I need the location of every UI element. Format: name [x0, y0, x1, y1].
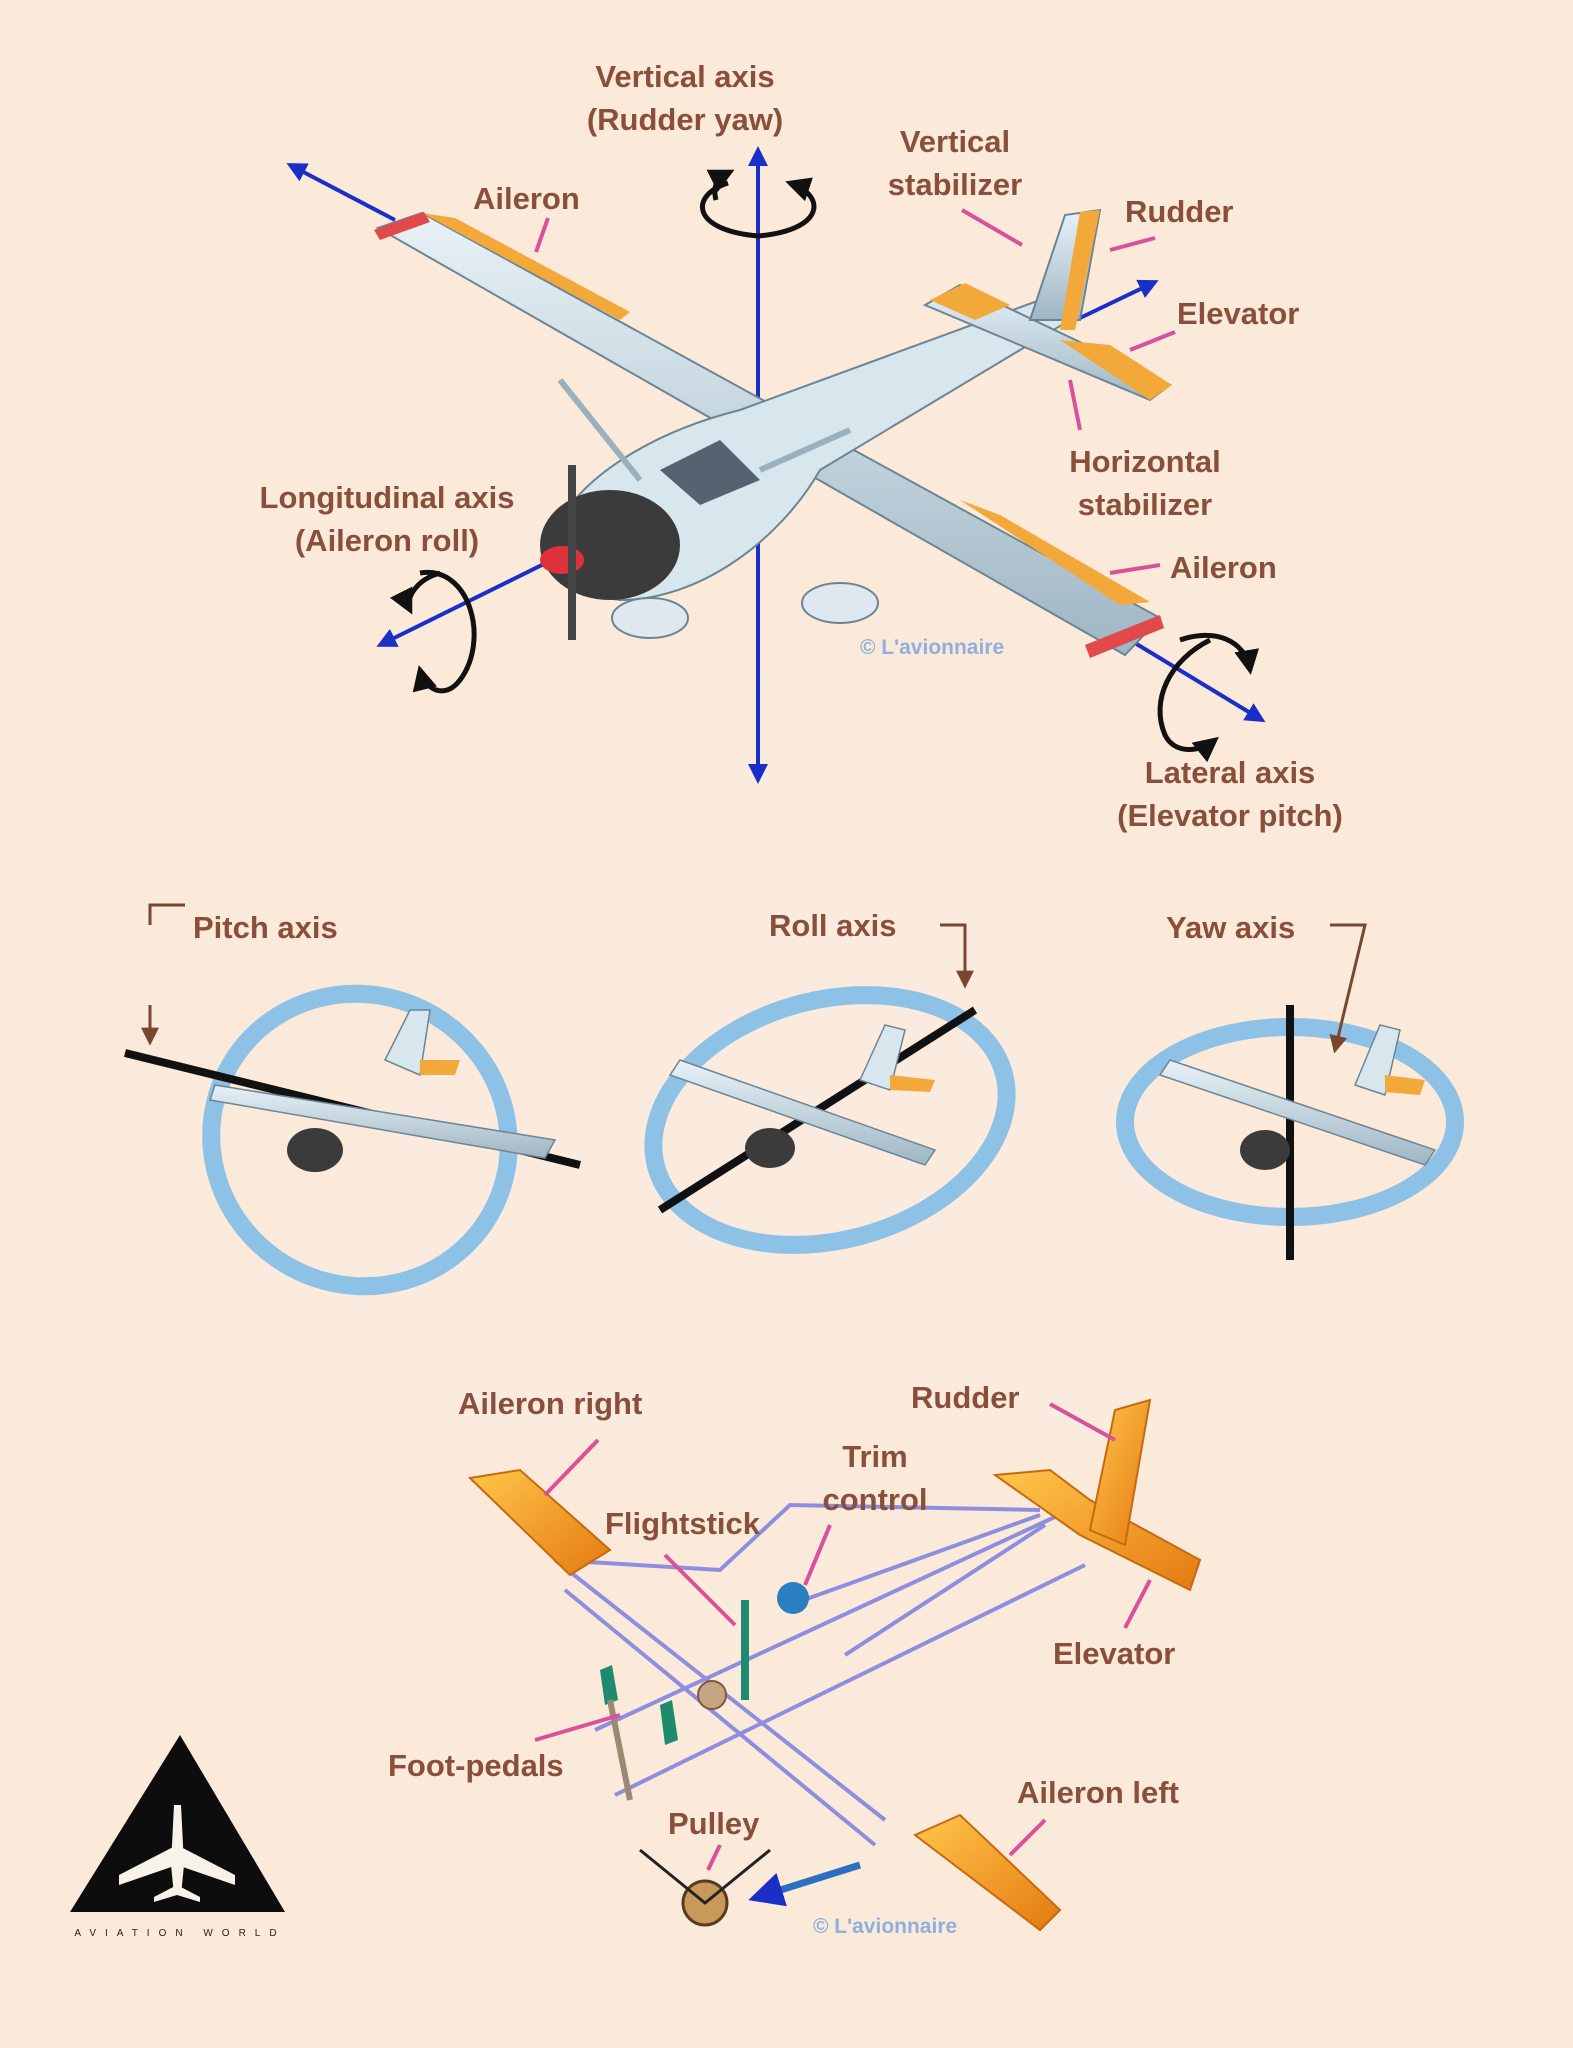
leader-lines-top — [534, 208, 1176, 575]
aileron-label-right: Aileron — [1170, 550, 1277, 585]
pulley-wheel-stick — [697, 1680, 727, 1710]
wing-tip-right — [1085, 615, 1164, 658]
aileron-right-surface — [960, 500, 1150, 605]
aileron-left-label: Aileron left — [1017, 1775, 1179, 1810]
watermark-triangle — [120, 640, 1450, 1440]
aileron-right-label: Aileron right — [458, 1386, 643, 1421]
wing-strut-right — [758, 427, 852, 473]
cockpit-window — [660, 440, 760, 505]
elevator-surface — [1060, 340, 1172, 400]
lateral-axis-arrow-right — [1128, 638, 1266, 723]
roll-axis-label: Roll axis — [769, 908, 897, 943]
wheel-left — [611, 597, 689, 639]
aileron-label-top: Aileron — [473, 181, 580, 216]
copyright-bottom: © L'avionnaire — [813, 1915, 958, 1938]
elevator-label-top: Elevator — [1177, 296, 1300, 331]
yaw-axis-label: Yaw axis — [1166, 910, 1296, 945]
engine-cowl — [540, 490, 680, 600]
roll-axis-figure — [644, 923, 1016, 1254]
tail-rudder-part — [1088, 1398, 1152, 1547]
aviation-world-logo — [70, 1735, 285, 1912]
aileron-left-part — [913, 1813, 1062, 1932]
foot-pedals-label: Foot-pedals — [388, 1748, 564, 1783]
pitch-rotation-arrow-2 — [1179, 633, 1260, 675]
yaw-axis-figure — [1116, 923, 1464, 1260]
control-cables — [553, 1502, 1086, 1847]
flightstick-label: Flightstick — [605, 1506, 761, 1541]
roll-rotation-arrow-2 — [389, 570, 441, 615]
spinner — [540, 546, 584, 574]
lateral-axis-arrow-left — [286, 163, 396, 222]
main-aircraft — [286, 146, 1266, 784]
foot-pedal-right — [660, 1700, 678, 1745]
wing-strut-left — [557, 378, 643, 482]
pitch-axis-figure — [124, 903, 581, 1296]
pulley-arrow — [748, 1861, 862, 1907]
wing-tip-left — [374, 212, 430, 240]
plane-icon — [119, 1805, 235, 1902]
yaw-rotation-arrow-2 — [706, 169, 735, 201]
leader-lines-bottom — [534, 1402, 1152, 1871]
control-system — [467, 1398, 1202, 1932]
elevator-label-bottom: Elevator — [1053, 1636, 1176, 1671]
tail-axis-arrow — [1079, 279, 1159, 320]
rudder-label-bottom: Rudder — [911, 1380, 1020, 1415]
aileron-left-surface — [422, 213, 630, 320]
aileron-right-part — [467, 1468, 612, 1577]
trim-control-wheel — [777, 1582, 809, 1614]
lateral-axis-label: Lateral axis(Elevator pitch) — [1117, 755, 1343, 833]
wheel-right — [801, 582, 879, 624]
elevator-surface-left — [930, 283, 1010, 320]
longitudinal-axis-arrow — [376, 554, 561, 647]
pitch-rotation-arrow — [1157, 637, 1219, 763]
vertical-axis-label: Vertical axis(Rudder yaw) — [586, 59, 784, 137]
foot-pedal-left — [600, 1665, 618, 1705]
pitch-axis-label: Pitch axis — [193, 910, 338, 945]
rudder-surface — [1060, 210, 1100, 330]
copyright-top: © L'avionnaire — [860, 636, 1005, 659]
longitudinal-axis-label: Longitudinal axis(Aileron roll) — [259, 480, 515, 558]
rudder-label-top: Rudder — [1125, 194, 1234, 229]
pulley-label: Pulley — [668, 1806, 760, 1841]
roll-rotation-arrow — [412, 570, 477, 694]
brand-name: AVIATION WORLD — [74, 1928, 286, 1939]
yaw-rotation-arrow — [699, 177, 817, 239]
